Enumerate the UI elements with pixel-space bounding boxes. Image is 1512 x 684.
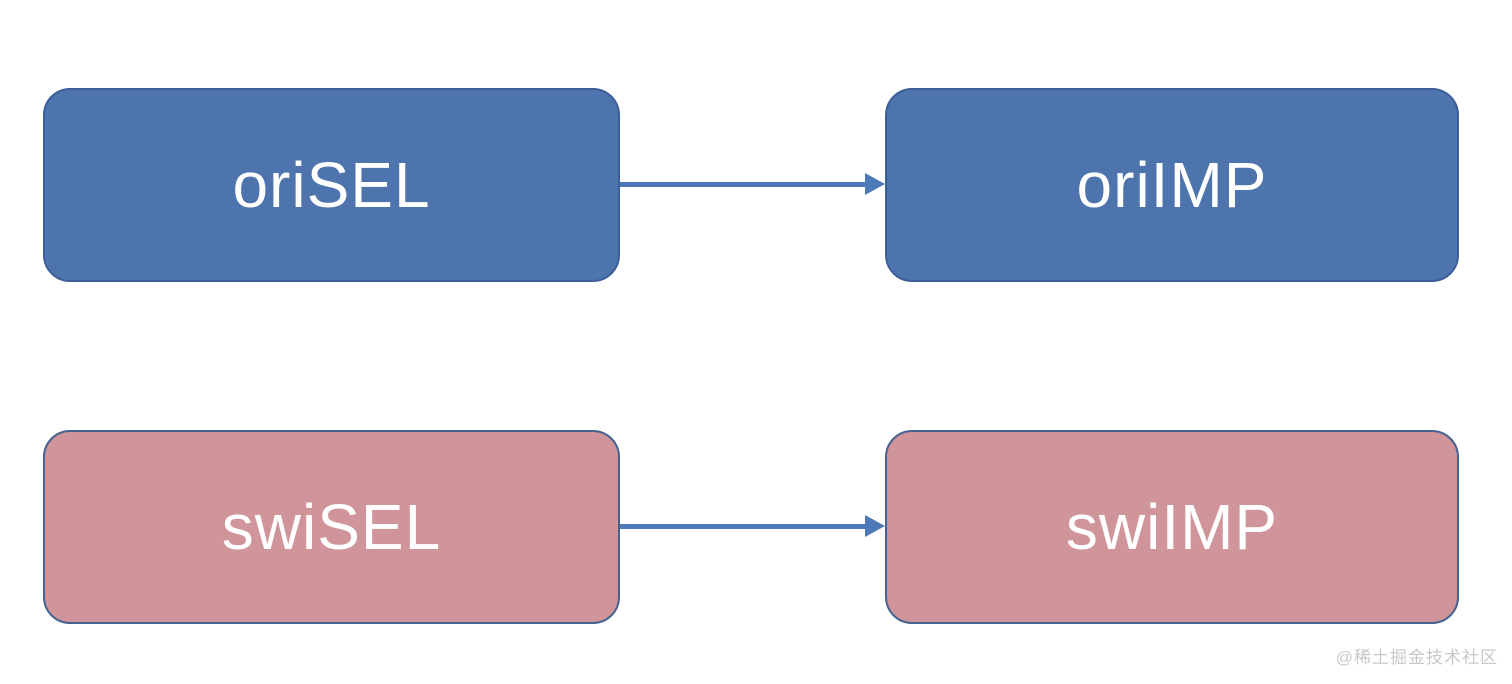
node-orisel-label: oriSEL [232,149,431,221]
arrow-line [620,182,867,187]
arrow-right-icon [865,515,885,537]
arrow-right-icon [865,173,885,195]
node-swiimp: swiIMP [885,430,1459,624]
watermark: @稀土掘金技术社区 [1335,648,1498,667]
arrow-connector-top [620,173,885,195]
node-oriimp: oriIMP [885,88,1459,282]
node-swisel: swiSEL [43,430,620,624]
node-swiimp-label: swiIMP [1065,491,1279,563]
node-orisel: oriSEL [43,88,620,282]
arrow-connector-bottom [620,515,885,537]
node-swisel-label: swiSEL [221,491,442,563]
arrow-line [620,524,867,529]
node-oriimp-label: oriIMP [1076,149,1268,221]
